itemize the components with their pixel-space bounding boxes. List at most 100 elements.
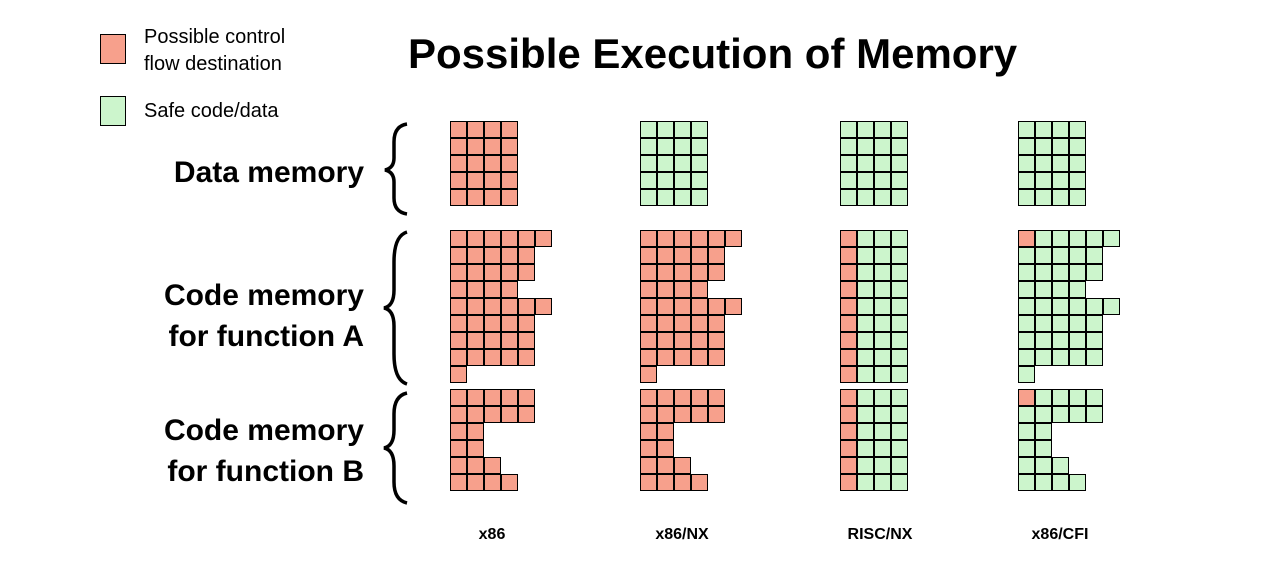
data-memory-cell [1069, 121, 1086, 138]
code-memory-cell-b [840, 457, 857, 474]
code-memory-cell-a [1069, 281, 1086, 298]
code-memory-cell-a [657, 298, 674, 315]
legend-swatch-safe [100, 96, 126, 126]
code-memory-cell-b [857, 474, 874, 491]
code-memory-cell-a [450, 298, 467, 315]
data-memory-cell [501, 189, 518, 206]
code-memory-cell-b [840, 440, 857, 457]
code-memory-cell-b [518, 406, 535, 423]
data-memory-cell [467, 138, 484, 155]
code-memory-cell-b [891, 389, 908, 406]
code-memory-cell-a [1086, 230, 1103, 247]
code-memory-cell-a [657, 264, 674, 281]
code-memory-cell-a [1018, 264, 1035, 281]
code-memory-cell-a [1086, 264, 1103, 281]
code-memory-cell-b [1052, 474, 1069, 491]
data-memory-cell [674, 138, 691, 155]
column-label-risc-nx: RISC/NX [847, 526, 913, 543]
code-memory-cell-a [1052, 332, 1069, 349]
data-memory-cell [691, 138, 708, 155]
data-memory-cell [501, 138, 518, 155]
code-memory-cell-a [484, 247, 501, 264]
brace-code-b-icon [383, 391, 408, 505]
code-memory-cell-a [484, 349, 501, 366]
code-memory-cell-a [691, 281, 708, 298]
code-memory-cell-a [518, 332, 535, 349]
code-memory-cell-b [1069, 474, 1086, 491]
code-memory-cell-b [674, 457, 691, 474]
data-memory-cell [891, 138, 908, 155]
code-memory-cell-a [857, 247, 874, 264]
code-memory-cell-a [674, 230, 691, 247]
data-memory-cell [691, 121, 708, 138]
code-memory-cell-b [857, 423, 874, 440]
code-memory-cell-b [450, 457, 467, 474]
code-memory-cell-a [467, 281, 484, 298]
code-memory-cell-a [467, 349, 484, 366]
code-memory-cell-a [1086, 247, 1103, 264]
code-memory-cell-a [708, 230, 725, 247]
code-memory-cell-b [874, 389, 891, 406]
code-memory-cell-b [1035, 389, 1052, 406]
data-memory-cell [467, 155, 484, 172]
data-memory-cell [484, 172, 501, 189]
data-memory-cell [501, 155, 518, 172]
data-memory-cell [1069, 138, 1086, 155]
code-memory-cell-a [874, 264, 891, 281]
data-memory-cell [450, 155, 467, 172]
code-memory-cell-b [891, 457, 908, 474]
code-memory-cell-a [518, 315, 535, 332]
code-memory-cell-a [518, 230, 535, 247]
data-memory-cell [840, 138, 857, 155]
data-memory-cell [1018, 189, 1035, 206]
legend-label-possible: Possible control flow destination [144, 26, 286, 75]
code-memory-cell-b [674, 406, 691, 423]
code-memory-cell-a [501, 315, 518, 332]
code-memory-cell-a [874, 230, 891, 247]
code-memory-cell-b [874, 423, 891, 440]
code-memory-cell-a [674, 315, 691, 332]
code-memory-cell-a [691, 247, 708, 264]
code-memory-cell-b [450, 406, 467, 423]
data-memory-cell [840, 172, 857, 189]
code-memory-cell-a [708, 298, 725, 315]
code-memory-cell-a [501, 281, 518, 298]
code-memory-cell-b [1035, 457, 1052, 474]
code-memory-cell-a [891, 281, 908, 298]
code-memory-cell-a [674, 247, 691, 264]
code-memory-cell-a [501, 264, 518, 281]
code-memory-cell-b [708, 406, 725, 423]
code-memory-cell-b [1035, 423, 1052, 440]
code-memory-cell-b [1018, 406, 1035, 423]
legend-swatch-possible [100, 34, 126, 64]
code-memory-cell-a [1035, 315, 1052, 332]
code-memory-cell-a [691, 332, 708, 349]
code-memory-cell-b [874, 406, 891, 423]
data-memory-cell [640, 138, 657, 155]
data-memory-cell [1035, 172, 1052, 189]
code-memory-cell-a [891, 230, 908, 247]
code-memory-cell-b [1018, 457, 1035, 474]
code-memory-cell-a [501, 332, 518, 349]
code-memory-cell-b [1052, 389, 1069, 406]
code-memory-cell-a [1018, 281, 1035, 298]
code-memory-cell-a [450, 366, 467, 383]
data-memory-cell [1018, 121, 1035, 138]
code-memory-cell-a [1052, 230, 1069, 247]
code-memory-cell-a [535, 230, 552, 247]
data-memory-cell [450, 189, 467, 206]
code-memory-cell-b [891, 474, 908, 491]
code-memory-cell-a [467, 332, 484, 349]
code-memory-cell-b [674, 474, 691, 491]
code-memory-cell-a [450, 349, 467, 366]
code-memory-cell-a [857, 281, 874, 298]
code-memory-cell-a [518, 298, 535, 315]
code-memory-cell-a [691, 349, 708, 366]
code-memory-cell-a [708, 332, 725, 349]
code-memory-cell-a [691, 230, 708, 247]
data-memory-cell [857, 121, 874, 138]
code-memory-cell-a [484, 298, 501, 315]
code-memory-cell-a [1018, 230, 1035, 247]
code-memory-cell-a [535, 298, 552, 315]
column-label-x86-cfi: x86/CFI [1031, 526, 1089, 543]
